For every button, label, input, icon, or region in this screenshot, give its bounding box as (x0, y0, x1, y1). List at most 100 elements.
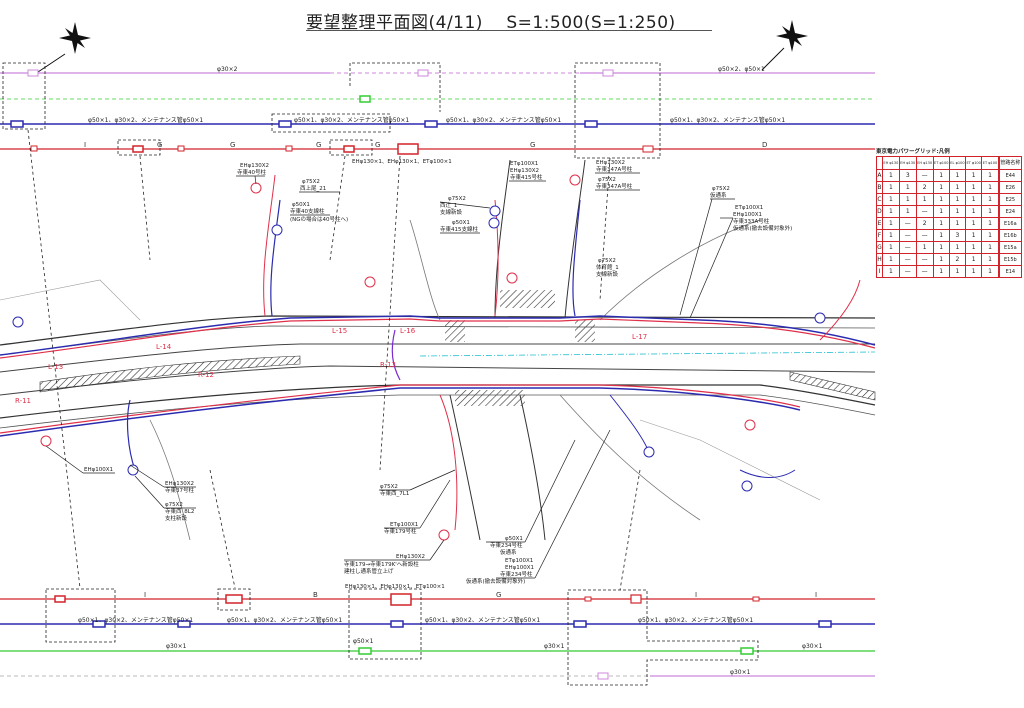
legend-cell: 1 (881, 205, 900, 218)
legend-cell: 1 (881, 217, 900, 230)
legend-cell: 1 (932, 253, 950, 266)
legend-cell: 1 (932, 241, 950, 254)
legend-cell: 1 (881, 181, 900, 194)
legend-cell: 1 (932, 217, 950, 230)
svg-text:EHφ100X1: EHφ100X1 (505, 565, 534, 571)
legend-title: 東京電力パワーグリッド:凡例 (876, 149, 950, 155)
svg-text:ETφ100X1: ETφ100X1 (510, 161, 538, 167)
purple-line-label: φ30×1 (730, 669, 751, 676)
svg-text:EHφ130X2: EHφ130X2 (510, 168, 539, 174)
legend-conduit-name: E24 (997, 205, 1022, 218)
legend-cell: — (898, 253, 917, 266)
legend-cell: 1 (948, 193, 967, 206)
svg-text:φ75X2: φ75X2 (598, 177, 616, 183)
red-line-note: EHφ130×1、EHφ130×1、ETφ100×1 (352, 159, 452, 165)
section-letter: I (144, 591, 146, 599)
road-label: L-13 (48, 363, 63, 371)
road-network (0, 159, 876, 541)
road-label: L-16 (400, 327, 416, 335)
legend-cell: 1 (898, 205, 917, 218)
legend-cell: 1 (964, 253, 983, 266)
legend-cell: 2 (915, 217, 934, 230)
svg-text:φ75X2: φ75X2 (302, 179, 320, 185)
svg-text:寺東347A号柱: 寺東347A号柱 (596, 182, 633, 190)
svg-text:寺東234号柱: 寺東234号柱 (500, 570, 533, 578)
legend-conduit-name: E15a (997, 241, 1022, 254)
north-arrow-icon (34, 22, 91, 75)
bottom-cable-schematic: I B G I I EHφ130×1、EHφ130×1、ETφ100×1 φ50… (0, 584, 875, 686)
svg-text:EHφ100X1: EHφ100X1 (84, 467, 113, 473)
legend-cell: 1 (948, 241, 967, 254)
svg-text:寺東40支線柱: 寺東40支線柱 (290, 207, 325, 215)
blue-line-label: φ50×1、φ30×2、メンテナンス管φ50×1 (88, 116, 203, 124)
legend-cell: 1 (948, 205, 967, 218)
legend-cell: 1 (932, 205, 950, 218)
legend-column-header: 管路名称 (997, 156, 1022, 170)
svg-text:支線新設: 支線新設 (596, 270, 619, 278)
legend-cell: 2 (948, 253, 967, 266)
legend-cell: 1 (881, 193, 900, 206)
svg-text:EHφ100X1: EHφ100X1 (733, 212, 762, 218)
legend-cell: 1 (915, 241, 934, 254)
legend-column-header: EH φ130 (915, 156, 934, 170)
legend-cell: 1 (932, 229, 950, 242)
legend-cell: 1 (881, 229, 900, 242)
legend-cell: 1 (964, 193, 983, 206)
svg-text:寺東234号柱: 寺東234号柱 (490, 541, 523, 549)
svg-text:建柱し通系管立上げ: 建柱し通系管立上げ (344, 567, 394, 575)
legend-cell: — (915, 205, 934, 218)
svg-text:仮通系: 仮通系 (500, 548, 517, 556)
legend-column-header: EH φ130 (881, 156, 900, 170)
legend-conduit-name: E14 (997, 265, 1022, 278)
svg-text:西辻_1: 西辻_1 (440, 201, 457, 209)
purple-line-label: φ30×2 (217, 66, 238, 73)
legend-cell: 1 (915, 193, 934, 206)
svg-text:寺東西_7L1: 寺東西_7L1 (380, 489, 409, 497)
svg-text:EHφ130X2: EHφ130X2 (596, 160, 625, 166)
section-letter: I (695, 591, 697, 599)
svg-text:EHφ130X2: EHφ130X2 (165, 481, 194, 487)
legend-cell: — (898, 241, 917, 254)
legend-cell: 1 (981, 169, 1000, 182)
red-line-note: EHφ130×1、EHφ130×1、ETφ100×1 (345, 584, 445, 590)
legend-conduit-name: E26 (997, 181, 1022, 194)
annotation: EHφ100X1 (45, 445, 115, 474)
legend-cell: 1 (932, 193, 950, 206)
legend-cell: 1 (964, 229, 983, 242)
svg-text:西上尾_21: 西上尾_21 (300, 184, 326, 192)
svg-text:φ50X1: φ50X1 (452, 220, 470, 226)
north-arrow-icon (761, 20, 808, 71)
svg-text:寺東西_8L2: 寺東西_8L2 (165, 507, 194, 515)
svg-text:仮通系: 仮通系 (710, 191, 727, 199)
road-label: L-14 (156, 343, 172, 351)
blue-line-label: φ50×1、φ30×2、メンテナンス管φ50×1 (227, 616, 342, 624)
legend-cell: 1 (964, 241, 983, 254)
section-letter: I (815, 591, 817, 599)
svg-text:寺東179号柱: 寺東179号柱 (384, 527, 417, 535)
title-underline (306, 30, 712, 31)
legend-row-key: I (876, 265, 883, 278)
crosswalks (445, 290, 595, 406)
svg-text:φ75X2: φ75X2 (448, 196, 466, 202)
legend-cell: — (898, 229, 917, 242)
legend-cell: 1 (981, 181, 1000, 194)
legend-cell: — (915, 253, 934, 266)
section-letter: D (762, 141, 767, 149)
legend-cell: 1 (964, 169, 983, 182)
svg-text:ETφ100X1: ETφ100X1 (735, 205, 763, 211)
